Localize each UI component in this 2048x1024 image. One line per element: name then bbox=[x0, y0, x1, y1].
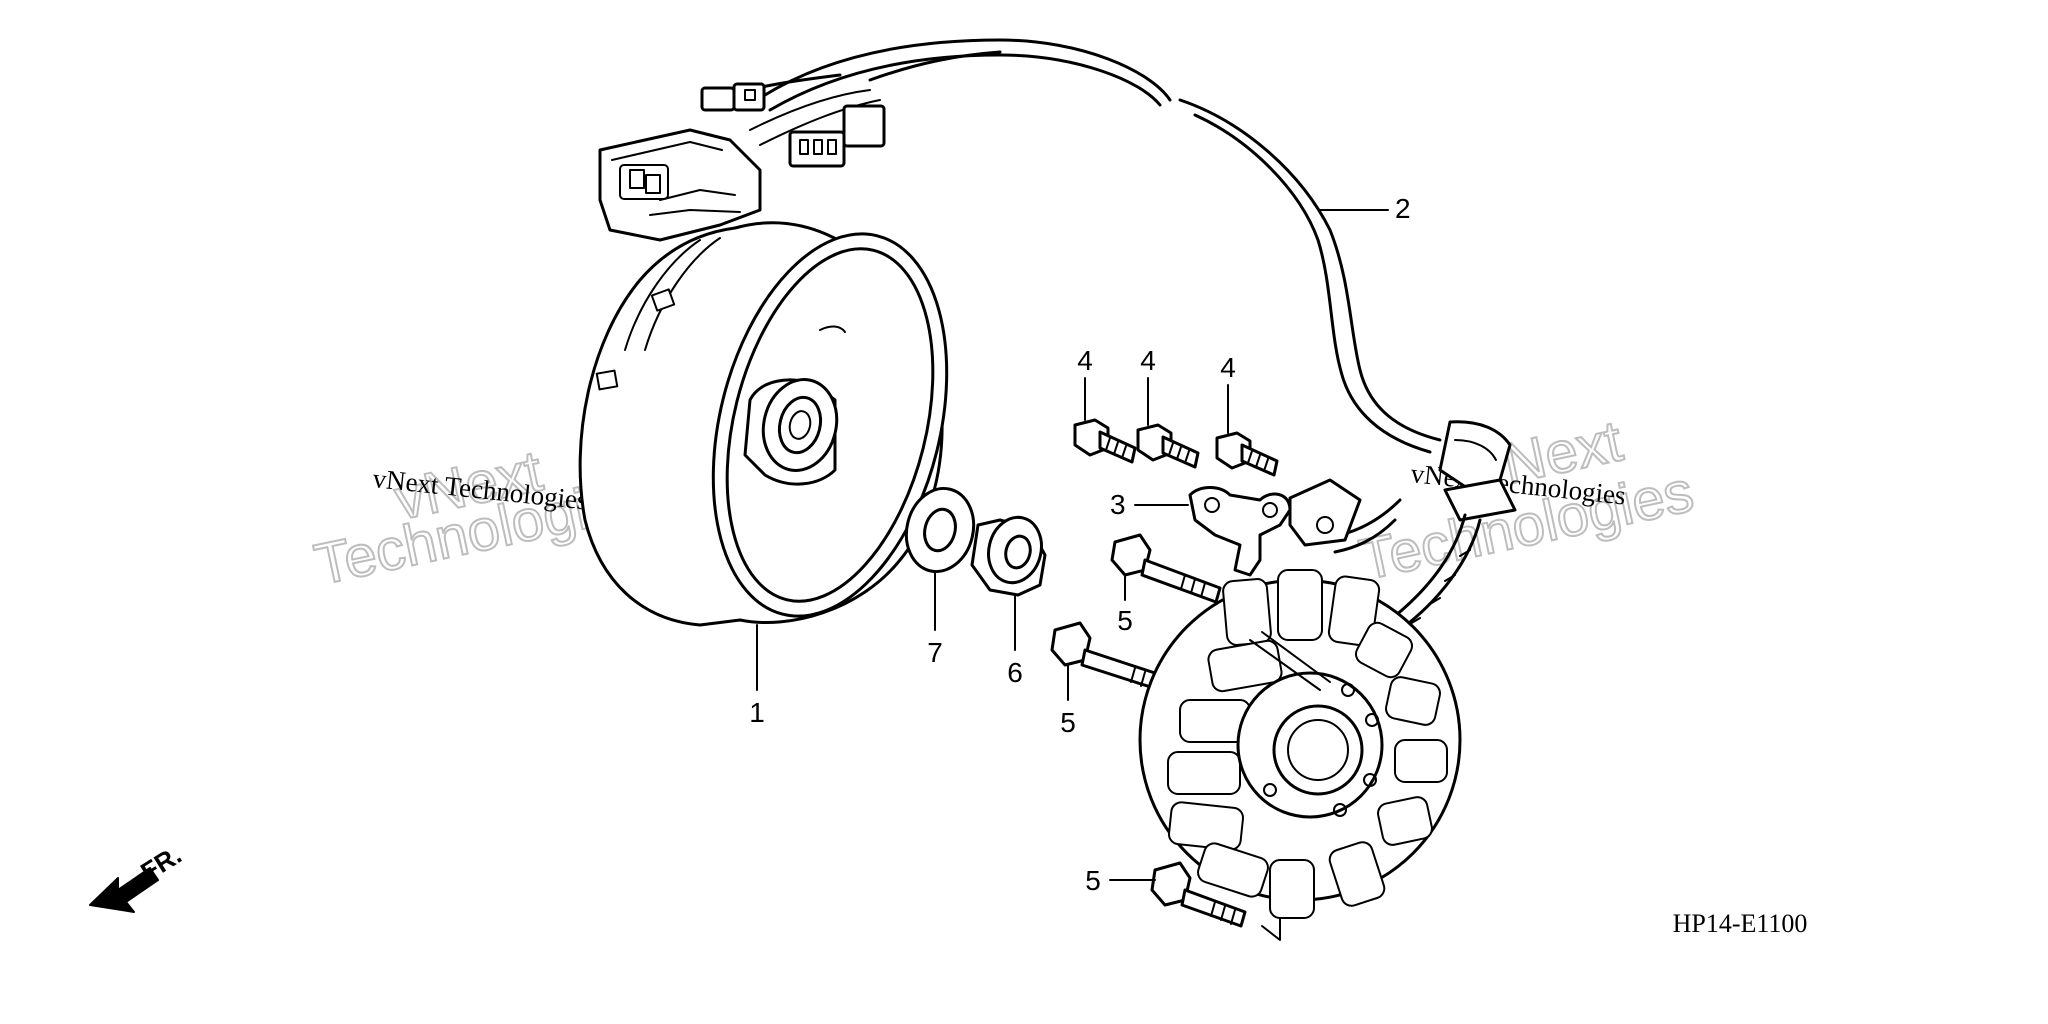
callout-wire-harness: 2 bbox=[1395, 193, 1411, 224]
callout-washer: 7 bbox=[927, 637, 943, 668]
screw-lower-part bbox=[1109, 861, 1247, 928]
callout-flywheel: 1 bbox=[749, 697, 765, 728]
front-arrow-icon bbox=[89, 867, 159, 913]
wire-harness-part bbox=[598, 38, 1517, 672]
stator-part bbox=[1138, 569, 1462, 919]
callout-nut: 6 bbox=[1007, 657, 1023, 688]
callout-clamp: 3 bbox=[1110, 489, 1126, 520]
bolt-a-part bbox=[1073, 377, 1137, 464]
watermark-right: vNext Technologies vNext Technologies bbox=[1353, 407, 1700, 593]
callout-screw-lower: 5 bbox=[1085, 865, 1101, 896]
callout-bolt-c: 4 bbox=[1220, 352, 1236, 383]
washer-part bbox=[904, 486, 976, 631]
flywheel-part bbox=[578, 221, 949, 691]
screw-upper-part bbox=[1110, 533, 1222, 604]
callout-bolt-a: 4 bbox=[1077, 345, 1093, 376]
front-direction-marker: FR. bbox=[89, 839, 187, 913]
callout-screw-upper: 5 bbox=[1117, 605, 1133, 636]
clamp-part bbox=[1134, 486, 1292, 577]
callout-bolt-b: 4 bbox=[1140, 345, 1156, 376]
callout-labels: 1 2 3 4 4 4 5 5 5 6 7 bbox=[749, 193, 1410, 896]
diagram-reference-code: HP14-E1100 bbox=[1673, 909, 1808, 938]
nut-part bbox=[970, 515, 1047, 651]
bolt-b-part bbox=[1136, 377, 1200, 469]
bolt-c-part bbox=[1215, 384, 1279, 477]
callout-screw-middle: 5 bbox=[1060, 707, 1076, 738]
